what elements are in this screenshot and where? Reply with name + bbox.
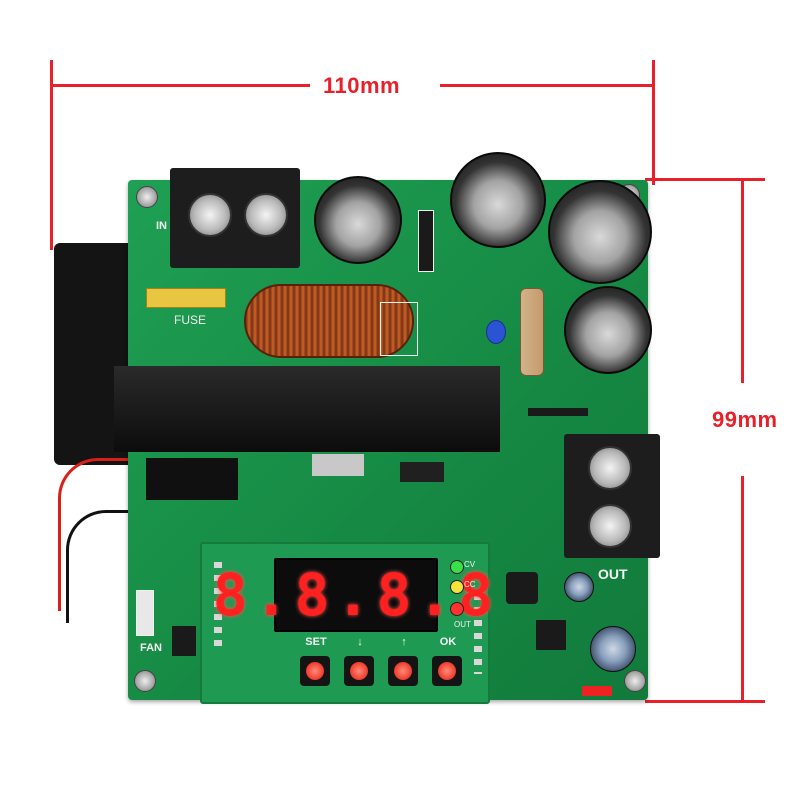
output-terminal-screw-1	[588, 446, 632, 490]
ok-button-cap	[438, 662, 456, 680]
height-dimension-line-top	[741, 178, 744, 383]
red-smd-part	[582, 686, 612, 696]
cv-label: CV	[464, 560, 476, 569]
width-dimension-left-tick	[50, 60, 53, 250]
input-terminal-screw-2	[244, 193, 288, 237]
output-terminal-screw-2	[588, 504, 632, 548]
capacitor-top-right	[548, 180, 652, 284]
input-terminal-block	[170, 168, 300, 268]
panel-pin-header-right	[474, 594, 482, 674]
ceramic-capacitor	[486, 320, 506, 344]
toroidal-inductor	[244, 284, 414, 358]
fuse-component	[146, 288, 226, 308]
width-dimension-right-tick	[652, 60, 655, 185]
mounting-screw-top-left	[136, 186, 158, 208]
fuse-label: FUSE	[174, 313, 207, 327]
button-label-set: SET	[305, 636, 327, 648]
button-label-ok: OK	[439, 636, 457, 648]
smd-chip-3	[536, 620, 566, 650]
fan-connector	[136, 590, 154, 636]
input-label: IN	[156, 220, 167, 232]
input-terminal-screw-1	[188, 193, 232, 237]
smd-inductor	[506, 572, 538, 604]
fan-wire-red	[58, 458, 151, 611]
display-digits: 8.8.8.8	[212, 561, 500, 629]
fan-label: FAN	[140, 642, 162, 654]
seven-segment-display: 8.8.8.8	[213, 558, 493, 632]
up-button[interactable]	[388, 656, 418, 686]
ok-button[interactable]	[432, 656, 462, 686]
diode-strip	[528, 408, 588, 416]
capacitor-top-middle	[450, 152, 546, 248]
led-cc	[450, 580, 464, 594]
mosfet-component	[146, 458, 238, 500]
led-out	[450, 602, 464, 616]
rectifier-component	[418, 210, 434, 272]
out-label: OUT	[598, 566, 628, 582]
up-button-cap	[394, 662, 412, 680]
width-dimension-label: 110mm	[323, 73, 401, 99]
height-dimension-bottom-tick	[645, 700, 765, 703]
fan-driver-chip	[172, 626, 196, 656]
capacitor-blue-small	[564, 572, 594, 602]
width-dimension-line-left	[50, 84, 310, 87]
capacitor-output-small	[590, 626, 636, 672]
height-dimension-label: 99mm	[712, 407, 778, 433]
down-button-cap	[350, 662, 368, 680]
mounting-screw-bottom-left	[134, 670, 156, 692]
width-dimension-line-right	[440, 84, 655, 87]
set-button[interactable]	[300, 656, 330, 686]
height-dimension-line-bottom	[741, 476, 744, 703]
output-terminal-block	[564, 434, 660, 558]
out-led-label: OUT	[454, 620, 471, 629]
cc-label: CC	[464, 580, 476, 589]
height-dimension-top-tick	[645, 178, 765, 181]
set-button-cap	[306, 662, 324, 680]
capacitor-right-middle	[564, 286, 652, 374]
button-label-up: ↑	[401, 636, 407, 648]
smd-chip-2	[400, 462, 444, 482]
mounting-screw-bottom-right	[624, 670, 646, 692]
led-cv	[450, 560, 464, 574]
down-button[interactable]	[344, 656, 374, 686]
fan-wire-black	[66, 510, 149, 623]
heatsink	[114, 366, 500, 452]
smd-chip-1	[312, 454, 364, 476]
button-label-down: ↓	[357, 636, 363, 648]
pcb-board: IN FUSE OUT FAN 8.8.8.8 CV	[114, 152, 660, 704]
control-panel: 8.8.8.8 CV CC OUT SET ↓ ↑ OK	[200, 542, 493, 704]
silkscreen-box-1	[380, 302, 418, 356]
capacitor-input	[314, 176, 402, 264]
panel-pin-header-left	[214, 562, 222, 652]
power-resistor	[520, 288, 544, 376]
